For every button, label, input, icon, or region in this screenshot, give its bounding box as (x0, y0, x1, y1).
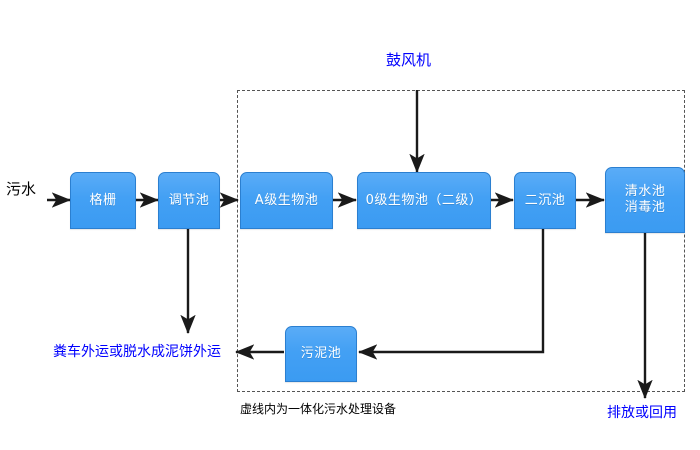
node-regulate-label: 调节池 (168, 192, 210, 208)
node-a-bio-label: A级生物池 (254, 192, 319, 208)
node-grid[interactable]: 格栅 (70, 172, 136, 229)
node-grid-label: 格栅 (89, 192, 117, 208)
label-influent: 污水 (6, 180, 36, 198)
node-o-bio-label: 0级生物池（二级） (365, 192, 483, 208)
label-sludge-disposal: 粪车外运或脱水成泥饼外运 (53, 343, 221, 361)
diagram-caption-text: 虚线内为一体化污水处理设备 (240, 402, 397, 416)
label-effluent-text: 排放或回用 (607, 405, 677, 421)
label-sludge-disposal-text: 粪车外运或脱水成泥饼外运 (53, 344, 221, 360)
node-o-bio[interactable]: 0级生物池（二级） (357, 172, 491, 229)
node-regulate[interactable]: 调节池 (158, 172, 220, 229)
integrated-equipment-boundary (237, 90, 685, 392)
label-influent-text: 污水 (6, 180, 37, 198)
node-secondary-sedimentation-label: 二沉池 (524, 192, 566, 208)
node-secondary-sedimentation[interactable]: 二沉池 (514, 172, 576, 229)
node-sludge-tank[interactable]: 污泥池 (285, 326, 357, 382)
node-clearwater-disinfection[interactable]: 清水池 消毒池 (605, 167, 685, 233)
label-blower-text: 鼓风机 (386, 51, 432, 69)
node-sludge-tank-label: 污泥池 (300, 346, 342, 361)
label-blower: 鼓风机 (386, 51, 431, 69)
node-clearwater-disinfection-label: 清水池 消毒池 (624, 184, 666, 215)
label-effluent: 排放或回用 (607, 404, 677, 422)
node-a-bio[interactable]: A级生物池 (240, 172, 333, 229)
diagram-caption: 虚线内为一体化污水处理设备 (240, 400, 396, 417)
arrow-secondary-to-sludge (358, 229, 545, 360)
